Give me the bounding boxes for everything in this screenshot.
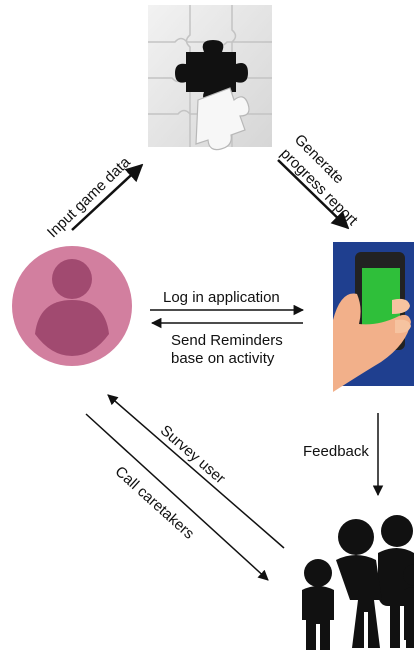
- label-feedback: Feedback: [303, 443, 369, 460]
- arrow-call-caretakers: [85, 413, 269, 581]
- arrow-input-game-data: [71, 163, 144, 231]
- label-send-reminders: Send Reminders: [171, 332, 283, 349]
- label-base-on-activity: base on activity: [171, 350, 275, 367]
- family-group-icon: [302, 515, 414, 650]
- loose-piece-icon: [195, 87, 250, 151]
- smartphone-in-hand-icon: [333, 242, 414, 392]
- label-log-in-application: Log in application: [163, 289, 280, 306]
- missing-piece-icon: [175, 40, 248, 102]
- jigsaw-puzzle-icon: [148, 5, 272, 151]
- arrow-survey-user: [107, 394, 285, 549]
- user-avatar-icon: [12, 246, 132, 366]
- arrow-generate-progress-report: [277, 159, 350, 230]
